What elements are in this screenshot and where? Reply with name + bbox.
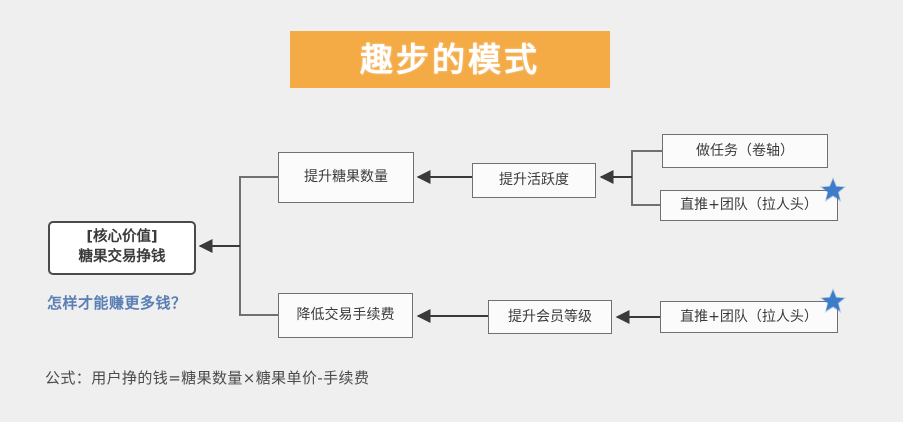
- node-direct-referral-team-top: 直推+团队（拉人头）: [660, 190, 838, 221]
- node-increase-activity: 提升活跃度: [472, 163, 596, 198]
- node-core-value: [核心价值] 糖果交易挣钱: [48, 221, 196, 275]
- title-banner: 趣步的模式: [290, 31, 610, 88]
- star-icon: [820, 288, 846, 313]
- question-text: 怎样才能赚更多钱？: [47, 294, 187, 312]
- node-direct-referral-team-bottom: 直推+团队（拉人头）: [660, 301, 838, 333]
- star-icon: [820, 177, 846, 202]
- page-title: 趣步的模式: [360, 40, 540, 79]
- node-increase-candy-amount: 提升糖果数量: [278, 152, 414, 203]
- node-reduce-transaction-fee: 降低交易手续费: [278, 293, 413, 338]
- node-increase-member-level: 提升会员等级: [488, 300, 612, 334]
- node-do-tasks-scroll: 做任务（卷轴）: [662, 134, 828, 168]
- core-value-line1: [核心价值]: [86, 229, 158, 246]
- formula-text: 公式：用户挣的钱=糖果数量×糖果单价-手续费: [45, 369, 370, 387]
- core-value-line2: 糖果交易挣钱: [78, 249, 166, 265]
